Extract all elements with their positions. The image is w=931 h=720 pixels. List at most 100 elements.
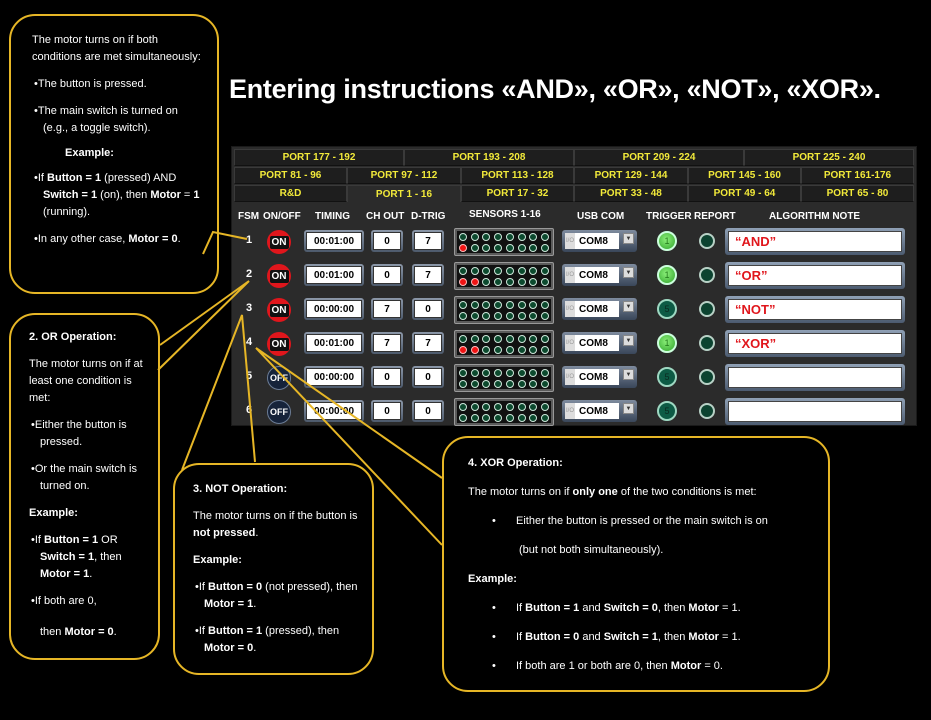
chout-field[interactable]: 0 xyxy=(371,400,403,422)
trigger-indicator[interactable]: 5 xyxy=(657,367,677,387)
sensor-led xyxy=(494,379,503,388)
tab-port-177-192[interactable]: PORT 177 - 192 xyxy=(234,149,404,166)
sensor-led xyxy=(529,379,538,388)
bullet-dot: • xyxy=(492,602,496,614)
chevron-down-icon[interactable]: ▼ xyxy=(623,301,634,312)
trigger-indicator[interactable]: 1 xyxy=(657,333,677,353)
sensor-led xyxy=(458,368,467,377)
bullet-dot: • xyxy=(492,631,496,643)
onoff-toggle[interactable]: ON xyxy=(267,230,291,254)
usb-com-select[interactable]: I/O COM8 ▼ xyxy=(562,366,637,388)
onoff-toggle[interactable]: OFF xyxy=(267,366,291,390)
onoff-toggle[interactable]: ON xyxy=(267,264,291,288)
usb-com-select[interactable]: I/O COM8 ▼ xyxy=(562,230,637,252)
fsm-row: 4 ON 00:01:00 7 7 I/O COM8 ▼ 1 xyxy=(232,327,916,361)
sensor-led xyxy=(505,402,514,411)
algorithm-note-field[interactable]: “OR” xyxy=(725,262,905,289)
report-indicator[interactable] xyxy=(699,335,715,351)
tab-port-161-176[interactable]: PORT 161-176 xyxy=(801,167,914,184)
tab-port-65-80[interactable]: PORT 65 - 80 xyxy=(801,185,914,202)
header-timing: TIMING xyxy=(315,211,350,222)
timing-value: 00:01:00 xyxy=(306,266,362,284)
fsm-row: 3 ON 00:00:00 7 0 I/O COM8 ▼ 5 xyxy=(232,293,916,327)
onoff-toggle[interactable]: ON xyxy=(267,298,291,322)
tab-port-97-112[interactable]: PORT 97 - 112 xyxy=(347,167,461,184)
tab-rnd[interactable]: R&D xyxy=(234,185,347,202)
dtrig-field[interactable]: 7 xyxy=(412,264,444,286)
timing-field[interactable]: 00:00:00 xyxy=(304,298,364,320)
tab-port-17-32[interactable]: PORT 17 - 32 xyxy=(461,185,574,202)
sensor-led xyxy=(458,277,467,286)
sensor-led xyxy=(482,266,491,275)
onoff-toggle[interactable]: OFF xyxy=(267,400,291,424)
sensor-led xyxy=(470,311,479,320)
sensor-led xyxy=(517,266,526,275)
usb-com-select[interactable]: I/O COM8 ▼ xyxy=(562,400,637,422)
usb-com-select[interactable]: I/O COM8 ▼ xyxy=(562,332,637,354)
xor-example-label: Example: xyxy=(468,573,517,585)
sensor-led xyxy=(529,277,538,286)
sensor-led xyxy=(494,368,503,377)
report-indicator[interactable] xyxy=(699,403,715,419)
tab-port-1-16[interactable]: PORT 1 - 16 xyxy=(347,185,461,202)
dtrig-value: 0 xyxy=(414,402,442,420)
tab-port-33-48[interactable]: PORT 33 - 48 xyxy=(574,185,688,202)
timing-field[interactable]: 00:01:00 xyxy=(304,332,364,354)
tab-port-209-224[interactable]: PORT 209 - 224 xyxy=(574,149,744,166)
sensor-led xyxy=(541,334,550,343)
chout-field[interactable]: 7 xyxy=(371,332,403,354)
chevron-down-icon[interactable]: ▼ xyxy=(623,267,634,278)
algorithm-note-field[interactable] xyxy=(725,364,905,391)
chevron-down-icon[interactable]: ▼ xyxy=(623,369,634,380)
tab-port-225-240[interactable]: PORT 225 - 240 xyxy=(744,149,914,166)
chevron-down-icon[interactable]: ▼ xyxy=(623,233,634,244)
sensor-led xyxy=(470,345,479,354)
io-icon: I/O xyxy=(565,267,575,283)
report-indicator[interactable] xyxy=(699,369,715,385)
algorithm-note-field[interactable] xyxy=(725,398,905,425)
tab-port-113-128[interactable]: PORT 113 - 128 xyxy=(461,167,574,184)
chout-field[interactable]: 0 xyxy=(371,264,403,286)
chevron-down-icon[interactable]: ▼ xyxy=(623,335,634,346)
sensor-led xyxy=(494,232,503,241)
onoff-toggle[interactable]: ON xyxy=(267,332,291,356)
report-indicator[interactable] xyxy=(699,301,715,317)
algorithm-note-field[interactable]: “XOR” xyxy=(725,330,905,357)
timing-field[interactable]: 00:00:00 xyxy=(304,366,364,388)
fsm-number: 3 xyxy=(246,302,253,314)
report-indicator[interactable] xyxy=(699,267,715,283)
tab-port-49-64[interactable]: PORT 49 - 64 xyxy=(688,185,801,202)
chout-field[interactable]: 7 xyxy=(371,298,403,320)
dtrig-field[interactable]: 7 xyxy=(412,230,444,252)
chout-field[interactable]: 0 xyxy=(371,230,403,252)
timing-field[interactable]: 00:01:00 xyxy=(304,264,364,286)
or-bullet-1: Either the button is pressed. xyxy=(29,417,148,451)
trigger-indicator[interactable]: 5 xyxy=(657,299,677,319)
trigger-indicator[interactable]: 5 xyxy=(657,401,677,421)
sensor-led xyxy=(505,232,514,241)
trigger-indicator[interactable]: 1 xyxy=(657,265,677,285)
trigger-indicator[interactable]: 1 xyxy=(657,231,677,251)
algorithm-note-field[interactable]: “AND” xyxy=(725,228,905,255)
chout-field[interactable]: 0 xyxy=(371,366,403,388)
report-indicator[interactable] xyxy=(699,233,715,249)
tab-port-193-208[interactable]: PORT 193 - 208 xyxy=(404,149,574,166)
sensor-led xyxy=(494,402,503,411)
fsm-row: 1 ON 00:01:00 0 7 I/O COM8 ▼ 1 xyxy=(232,225,916,259)
timing-field[interactable]: 00:00:00 xyxy=(304,400,364,422)
dtrig-field[interactable]: 7 xyxy=(412,332,444,354)
sensor-led xyxy=(541,402,550,411)
algorithm-note-field[interactable]: “NOT” xyxy=(725,296,905,323)
dtrig-field[interactable]: 0 xyxy=(412,400,444,422)
usb-com-select[interactable]: I/O COM8 ▼ xyxy=(562,298,637,320)
timing-field[interactable]: 00:01:00 xyxy=(304,230,364,252)
tab-port-129-144[interactable]: PORT 129 - 144 xyxy=(574,167,688,184)
dtrig-field[interactable]: 0 xyxy=(412,298,444,320)
dtrig-field[interactable]: 0 xyxy=(412,366,444,388)
usb-com-select[interactable]: I/O COM8 ▼ xyxy=(562,264,637,286)
tab-port-81-96[interactable]: PORT 81 - 96 xyxy=(234,167,347,184)
chevron-down-icon[interactable]: ▼ xyxy=(623,403,634,414)
xor-example-1-text: If Button = 1 and Switch = 0, then Motor… xyxy=(516,602,741,614)
tab-port-145-160[interactable]: PORT 145 - 160 xyxy=(688,167,801,184)
trigger-value: 5 xyxy=(664,406,670,416)
